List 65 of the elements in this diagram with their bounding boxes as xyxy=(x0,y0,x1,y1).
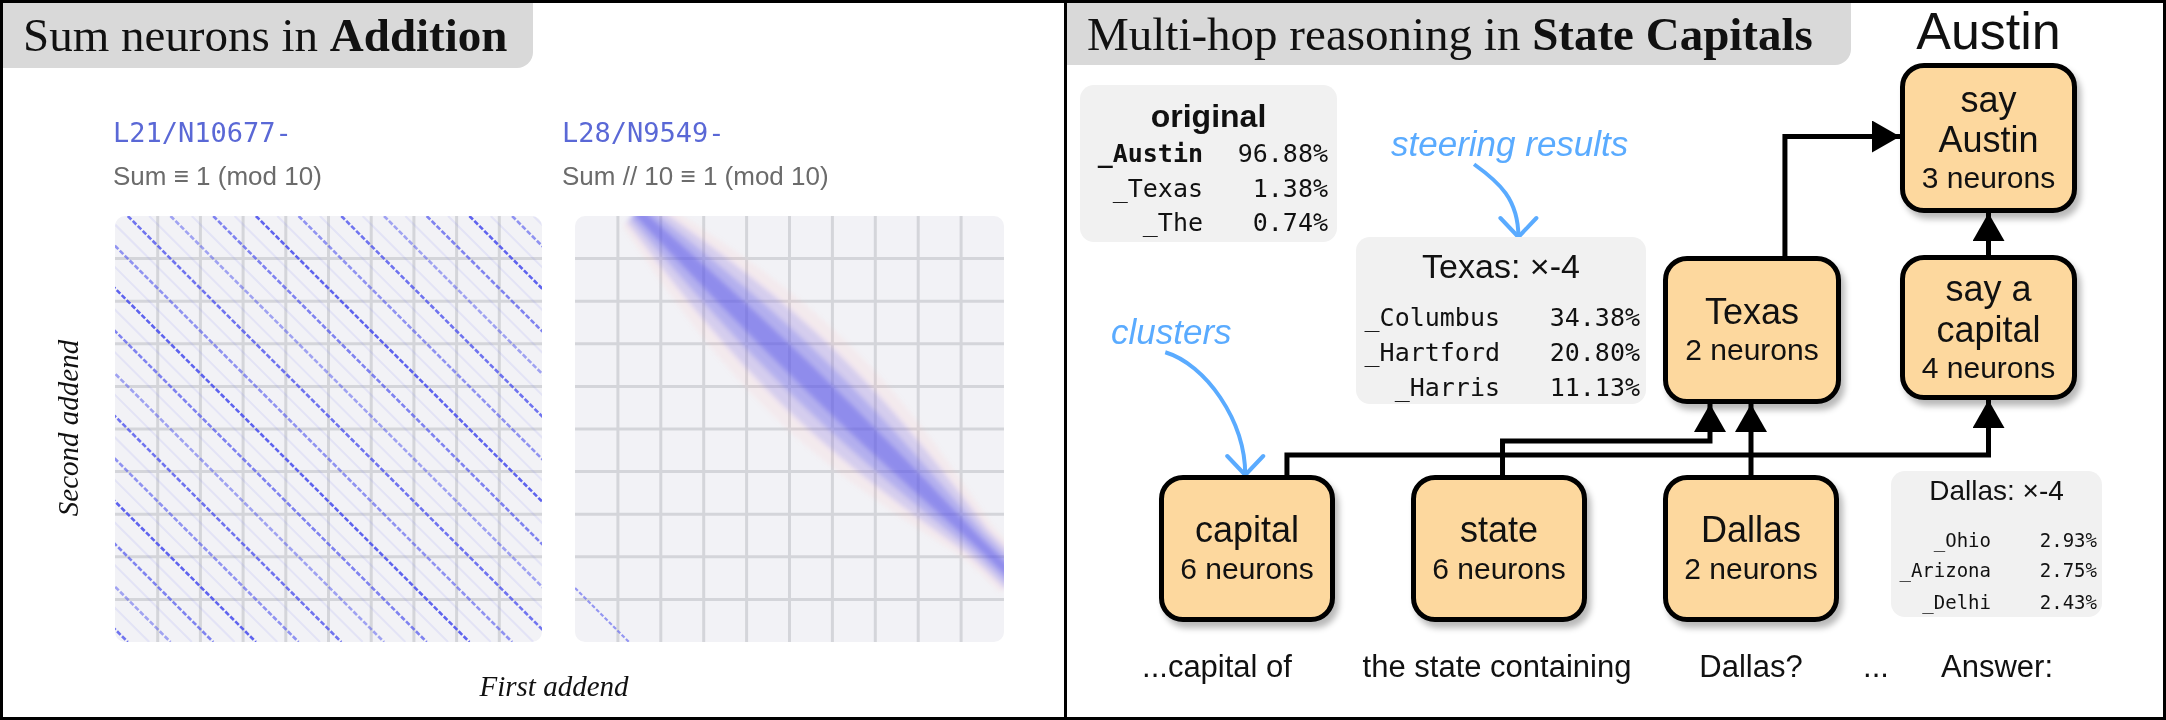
output-token: Austin xyxy=(1916,2,2061,62)
table-card xyxy=(1356,237,1646,404)
leader-arrow xyxy=(1164,350,1265,477)
probability-value: 1.38% xyxy=(1252,174,1328,204)
arrow xyxy=(1735,404,1767,475)
feature-label: say Austin xyxy=(1937,79,2040,161)
feature-box xyxy=(1900,255,2077,400)
probability-value: 11.13% xyxy=(1549,373,1640,403)
token-text: _The xyxy=(1142,208,1203,238)
feature-box xyxy=(1663,475,1839,622)
feature-label: Texas xyxy=(1704,291,1799,333)
feature-label: state xyxy=(1459,510,1538,551)
neuron-count: 2 neurons xyxy=(1684,550,1818,587)
neuron-description: Sum ≡ 1 (mod 10) xyxy=(113,162,322,192)
token-text: _Ohio xyxy=(1933,528,1991,552)
feature-box xyxy=(1411,475,1587,622)
feature-box xyxy=(1159,475,1335,622)
neuron-count: 3 neurons xyxy=(1921,160,2056,197)
probability-value: 2.93% xyxy=(2039,528,2097,552)
axis-label: Second addend xyxy=(52,339,86,517)
prompt-token: Answer: xyxy=(1941,649,2053,685)
arrow xyxy=(1782,120,1900,256)
probability-value: 20.80% xyxy=(1549,338,1640,368)
feature-label: capital xyxy=(1194,510,1300,551)
probability-value: 96.88% xyxy=(1237,139,1328,169)
token-text: _Austin xyxy=(1097,139,1203,169)
panel-frame xyxy=(1064,0,2166,720)
arrow xyxy=(1500,404,1726,475)
feature-box xyxy=(1900,63,2077,213)
neuron-count: 6 neurons xyxy=(1180,550,1314,587)
feature-label: Dallas xyxy=(1700,510,1801,551)
prompt-token: ... xyxy=(1863,649,1889,685)
table-heading: Dallas: ×-4 xyxy=(1928,474,2065,508)
neuron-count: 6 neurons xyxy=(1432,550,1566,587)
annotation-text: clusters xyxy=(1111,312,1232,353)
table-heading: Texas: ×-4 xyxy=(1421,245,1581,287)
annotation-text: steering results xyxy=(1391,124,1629,165)
neuron-id: L28/N9549- xyxy=(562,117,725,149)
probability-value: 2.75% xyxy=(2039,558,2097,582)
feature-label: say a capital xyxy=(1935,269,2042,350)
probability-value: 0.74% xyxy=(1252,208,1328,238)
prompt-token: Dallas? xyxy=(1699,649,1803,685)
probability-value: 34.38% xyxy=(1549,303,1640,333)
neuron-id: L21/N10677- xyxy=(113,117,292,149)
table-heading: original xyxy=(1149,96,1268,136)
neuron-description: Sum // 10 ≡ 1 (mod 10) xyxy=(562,162,829,192)
token-text: _Hartford xyxy=(1364,338,1500,368)
panel-frame xyxy=(0,0,1067,720)
prompt-token: the state containing xyxy=(1362,649,1632,685)
arrow xyxy=(1284,400,2005,475)
token-text: _Columbus xyxy=(1364,303,1500,333)
feature-box xyxy=(1663,256,1841,404)
arrow xyxy=(1972,213,2005,255)
axis-label: First addend xyxy=(479,670,629,704)
token-text: _Arizona xyxy=(1899,558,1991,582)
token-text: _Harris xyxy=(1394,373,1500,403)
neuron-count: 2 neurons xyxy=(1685,332,1819,369)
leader-arrow xyxy=(1472,162,1538,239)
prompt-token: ...capital of xyxy=(1142,649,1292,685)
probability-value: 2.43% xyxy=(2039,590,2097,614)
neuron-count: 4 neurons xyxy=(1921,350,2056,386)
token-text: _Delhi xyxy=(1922,590,1991,614)
panel-title: Sum neurons in Addition xyxy=(3,3,533,68)
panel-title: Multi-hop reasoning in State Capitals xyxy=(1067,3,1851,65)
token-text: _Texas xyxy=(1112,174,1203,204)
